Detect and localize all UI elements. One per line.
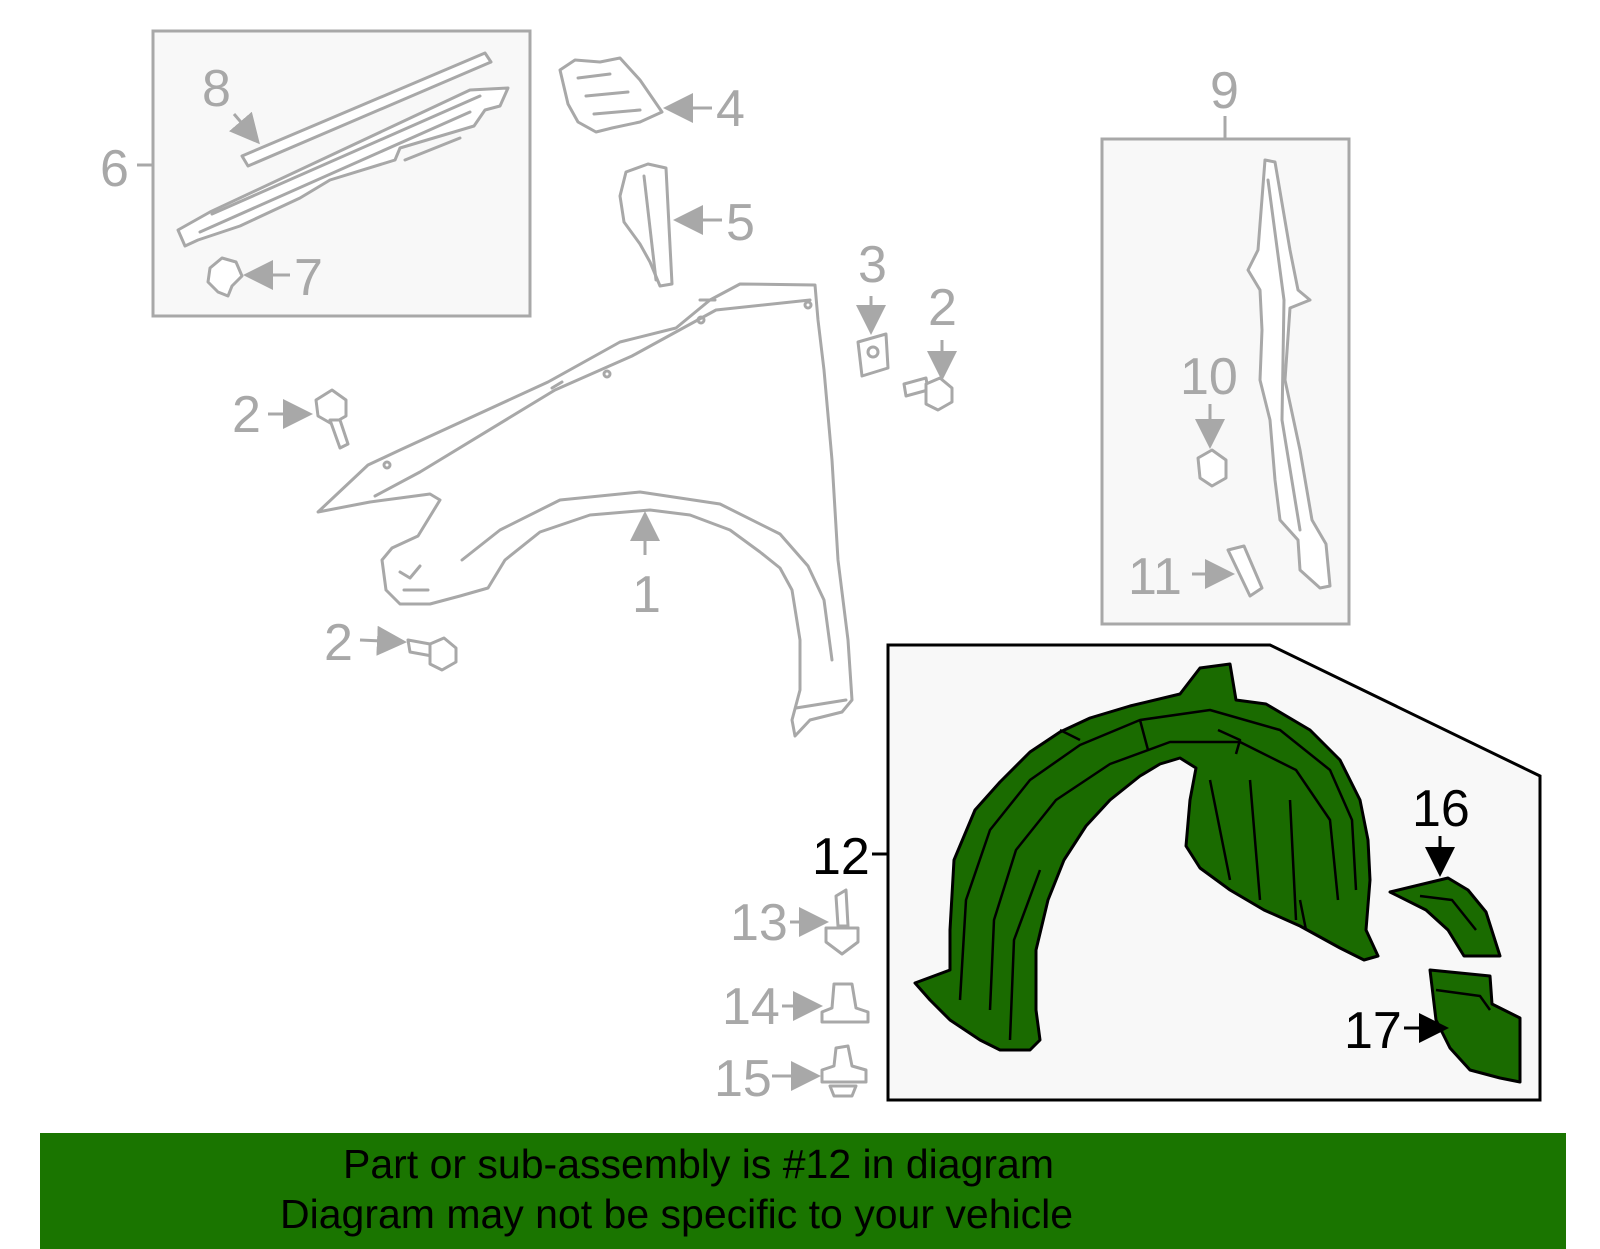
callout-1[interactable]: 1 xyxy=(632,566,661,624)
callout-7[interactable]: 7 xyxy=(294,249,323,307)
callout-6[interactable]: 6 xyxy=(100,140,129,198)
info-banner: Part or sub-assembly is #12 in diagram D… xyxy=(40,1133,1566,1249)
part-2-bolt-a[interactable] xyxy=(314,388,350,450)
callout-4[interactable]: 4 xyxy=(716,80,745,138)
callout-15[interactable]: 15 xyxy=(714,1050,772,1108)
callout-8[interactable]: 8 xyxy=(202,60,231,118)
callout-13[interactable]: 13 xyxy=(730,894,788,952)
part-2-bolt-c[interactable] xyxy=(406,636,458,672)
callout-labels: 1 2 2 2 3 4 5 6 7 8 9 10 11 12 13 14 15 … xyxy=(100,60,1470,1108)
callout-16[interactable]: 16 xyxy=(1412,780,1470,838)
part-1-fender[interactable] xyxy=(316,282,854,738)
part-3-pad[interactable] xyxy=(856,332,890,378)
part-11-clip[interactable] xyxy=(1226,544,1264,598)
group-box-6 xyxy=(151,29,532,318)
callout-11[interactable]: 11 xyxy=(1128,548,1182,606)
callout-14[interactable]: 14 xyxy=(722,978,780,1036)
callout-3[interactable]: 3 xyxy=(858,236,887,294)
callout-2-right[interactable]: 2 xyxy=(928,279,957,337)
callout-5[interactable]: 5 xyxy=(726,194,755,252)
part-2-bolt-b[interactable] xyxy=(902,376,954,412)
part-12-fender-liner[interactable] xyxy=(913,662,1380,1052)
callout-2-left[interactable]: 2 xyxy=(232,386,261,444)
part-14-clip[interactable] xyxy=(820,982,870,1024)
part-13-screw[interactable] xyxy=(824,888,860,956)
callout-9[interactable]: 9 xyxy=(1210,62,1239,120)
part-9-seal[interactable] xyxy=(1246,158,1332,590)
part-15-clip[interactable] xyxy=(820,1044,868,1098)
banner-disclaimer: Diagram may not be specific to your vehi… xyxy=(280,1191,1074,1237)
part-10-clip[interactable] xyxy=(1196,448,1228,488)
callout-12[interactable]: 12 xyxy=(812,828,870,886)
banner-part-note: Part or sub-assembly is #12 in diagram xyxy=(343,1141,1054,1187)
callout-10[interactable]: 10 xyxy=(1180,348,1238,406)
callout-2-bottom[interactable]: 2 xyxy=(324,614,353,672)
callout-leaders xyxy=(137,93,1455,1091)
group-box-9 xyxy=(1100,137,1351,626)
part-16-shield[interactable] xyxy=(1388,876,1502,958)
part-7-clip[interactable] xyxy=(206,256,244,298)
part-8-seal[interactable] xyxy=(240,51,493,168)
callout-17[interactable]: 17 xyxy=(1344,1002,1402,1060)
